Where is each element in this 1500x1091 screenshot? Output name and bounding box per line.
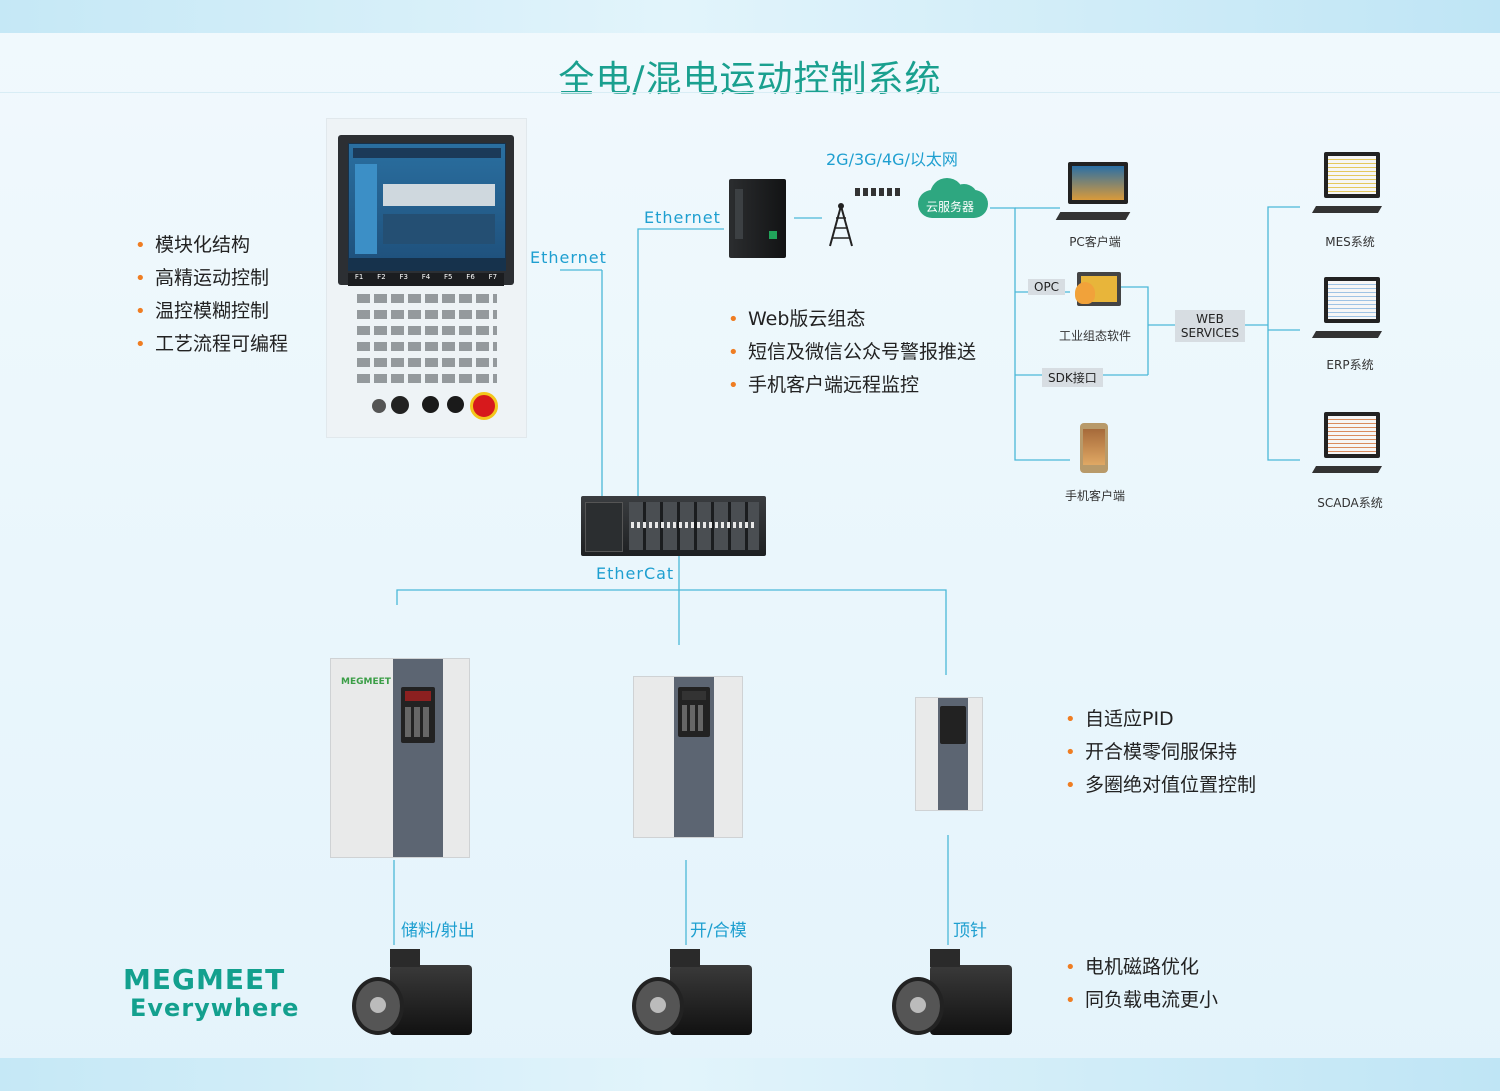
scada-label: SCADA系统 — [1317, 496, 1383, 510]
mobile-client-label: 手机客户端 — [1064, 489, 1125, 503]
title-divider — [0, 92, 1500, 93]
list-item: 电机磁路优化 — [1063, 951, 1218, 984]
mobile-phone-icon — [1080, 423, 1108, 473]
hmi-key[interactable]: F7 — [488, 273, 498, 281]
hmi-controller: F1 F2 F3 F4 F5 F6 F7 — [326, 118, 527, 438]
top-band — [0, 0, 1500, 33]
list-item: 自适应PID — [1063, 703, 1256, 736]
cloud-feature-list: Web版云组态 短信及微信公众号警报推送 手机客户端远程监控 — [726, 303, 976, 402]
drive-feature-list: 自适应PID 开合模零伺服保持 多圈绝对值位置控制 — [1063, 703, 1256, 802]
drive-brand: MEGMEET — [341, 677, 391, 687]
ethernet-label-left: Ethernet — [530, 248, 607, 267]
ethercat-label: EtherCat — [596, 564, 675, 583]
hmi-key[interactable]: F5 — [444, 273, 453, 281]
industrial-software-label: 工业组态软件 — [1058, 329, 1131, 343]
brand-logo: MEGMEET — [123, 963, 286, 996]
left-feature-list: 模块化结构 高精运动控制 温控模糊控制 工艺流程可编程 — [133, 229, 288, 361]
sdk-tag: SDK接口 — [1042, 368, 1103, 387]
plc-controller — [581, 496, 766, 556]
list-item: 开合模零伺服保持 — [1063, 736, 1256, 769]
servo-motor-1 — [350, 945, 475, 1050]
list-item: Web版云组态 — [726, 303, 976, 336]
servo-motor-3 — [890, 945, 1015, 1050]
hmi-key[interactable]: F1 — [354, 273, 364, 281]
erp-monitor-icon — [1310, 275, 1390, 345]
axis-label-clamp: 开/合模 — [690, 921, 747, 941]
pc-client-label: PC客户端 — [1069, 235, 1121, 249]
list-item: 短信及微信公众号警报推送 — [726, 336, 976, 369]
list-item: 手机客户端远程监控 — [726, 369, 976, 402]
hmi-key[interactable]: F4 — [421, 273, 431, 281]
ethernet-label-right: Ethernet — [644, 208, 721, 227]
key-switch-icon[interactable] — [372, 399, 386, 413]
axis-label-injection: 储料/射出 — [401, 921, 475, 941]
hmi-key[interactable]: F2 — [377, 273, 386, 281]
mes-monitor-icon — [1310, 150, 1390, 220]
signal-dashes-icon — [855, 188, 900, 196]
opc-tag: OPC — [1028, 279, 1066, 295]
pc-client-icon — [1055, 160, 1138, 225]
list-item: 工艺流程可编程 — [133, 328, 288, 361]
gateway-device — [729, 179, 786, 258]
list-item: 模块化结构 — [133, 229, 288, 262]
emergency-stop-icon[interactable] — [470, 392, 498, 420]
list-item: 高精运动控制 — [133, 262, 288, 295]
page-title: 全电/混电运动控制系统 — [558, 59, 942, 100]
button-icon[interactable] — [422, 396, 439, 413]
wireless-label: 2G/3G/4G/以太网 — [826, 150, 958, 169]
button-icon[interactable] — [447, 396, 464, 413]
list-item: 多圈绝对值位置控制 — [1063, 769, 1256, 802]
list-item: 同负载电流更小 — [1063, 984, 1218, 1017]
servo-drive-small — [915, 697, 983, 811]
scada-monitor-icon — [1310, 410, 1390, 480]
servo-drive-large: MEGMEET — [330, 658, 470, 858]
connector-icon — [391, 396, 409, 414]
servo-drive-medium — [633, 676, 743, 838]
servo-motor-2 — [630, 945, 755, 1050]
hmi-screen — [348, 143, 506, 271]
cloud-icon: 云服务器 — [910, 172, 990, 220]
cloud-label: 云服务器 — [925, 200, 974, 214]
industrial-software-icon — [1073, 272, 1121, 320]
antenna-icon — [822, 198, 860, 248]
hmi-key[interactable]: F6 — [466, 273, 475, 281]
brand-tagline: Everywhere — [130, 994, 300, 1022]
hmi-function-keys: F1 F2 F3 F4 F5 F6 F7 — [348, 273, 504, 286]
mes-label: MES系统 — [1325, 235, 1375, 249]
list-item: 温控模糊控制 — [133, 295, 288, 328]
web-services-tag: WEB SERVICES — [1175, 310, 1245, 342]
hmi-key[interactable]: F3 — [399, 273, 408, 281]
bottom-band — [0, 1058, 1500, 1091]
motor-feature-list: 电机磁路优化 同负载电流更小 — [1063, 951, 1218, 1017]
erp-label: ERP系统 — [1326, 358, 1374, 372]
axis-label-ejector: 顶针 — [953, 921, 987, 941]
